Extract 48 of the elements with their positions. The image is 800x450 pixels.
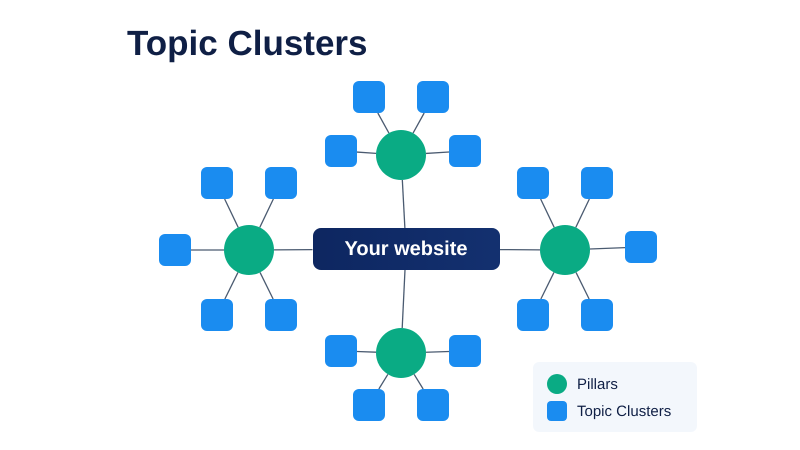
connector-line bbox=[540, 272, 555, 300]
topic-square bbox=[159, 234, 191, 266]
topic-square bbox=[201, 299, 233, 331]
topic-square bbox=[449, 135, 481, 167]
topic-square bbox=[325, 135, 357, 167]
connector-line bbox=[224, 272, 239, 300]
topic-square bbox=[581, 167, 613, 199]
connector-line bbox=[378, 374, 388, 390]
title: Topic Clusters bbox=[127, 24, 368, 64]
pillar-circle bbox=[376, 130, 426, 180]
pillar-circle bbox=[376, 328, 426, 378]
topic-square bbox=[625, 231, 657, 263]
topic-square bbox=[201, 167, 233, 199]
topic-square bbox=[325, 335, 357, 367]
connector-line bbox=[402, 270, 406, 328]
topic-square bbox=[353, 389, 385, 421]
legend-text: Pillars bbox=[577, 376, 618, 392]
connector-line bbox=[540, 198, 555, 228]
connector-line bbox=[590, 246, 626, 250]
connector-line bbox=[500, 248, 540, 250]
topic-square bbox=[353, 81, 385, 113]
topic-square bbox=[417, 389, 449, 421]
connector-line bbox=[377, 112, 390, 134]
topic-square bbox=[417, 81, 449, 113]
topic-square bbox=[449, 335, 481, 367]
connector-line bbox=[224, 198, 239, 228]
topic-square bbox=[265, 299, 297, 331]
connector-line bbox=[412, 112, 425, 134]
connector-line bbox=[259, 198, 274, 228]
topic-square bbox=[517, 167, 549, 199]
pillar-circle bbox=[540, 225, 590, 275]
topic-square bbox=[517, 299, 549, 331]
connector-line bbox=[259, 272, 274, 300]
pillar-circle bbox=[224, 225, 274, 275]
connector-line bbox=[191, 249, 224, 251]
connector-line bbox=[414, 374, 424, 390]
connector-line bbox=[575, 272, 590, 300]
connector-line bbox=[274, 248, 312, 250]
topic-square bbox=[265, 167, 297, 199]
website-box: Your website bbox=[312, 228, 500, 270]
connector-line bbox=[575, 198, 590, 228]
legend-text: Topic Clusters bbox=[577, 402, 672, 420]
connector-line bbox=[402, 180, 406, 228]
topic-square bbox=[581, 299, 613, 331]
connector-line bbox=[426, 350, 450, 353]
connector-line bbox=[356, 151, 376, 154]
connector-line bbox=[426, 151, 450, 154]
connector-line bbox=[356, 350, 376, 353]
